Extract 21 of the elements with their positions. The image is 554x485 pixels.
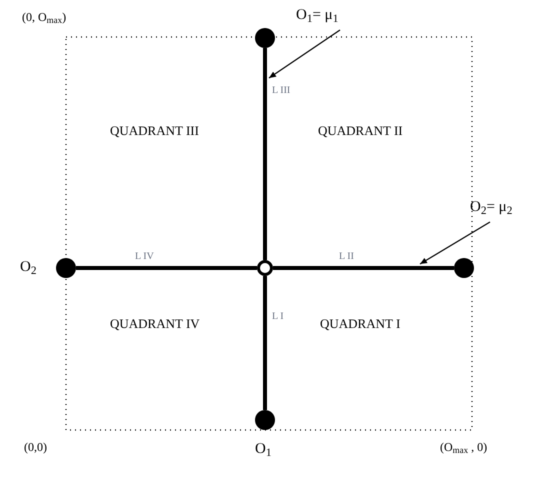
connector-line xyxy=(273,266,454,270)
quadrant-label: QUADRANT IV xyxy=(110,315,200,333)
connector-line xyxy=(263,48,267,260)
coordinate-label: (O$_{max}$ , 0) xyxy=(440,439,488,456)
axis-name: O$_{2}$ xyxy=(20,258,36,278)
edge-label: L II xyxy=(338,252,355,262)
quadrant-label: QUADRANT I xyxy=(320,315,400,333)
edge-label: L III xyxy=(271,86,292,96)
axis-name: O$_{1}$ xyxy=(255,440,272,460)
coordinate-label: (0,0) xyxy=(24,439,47,456)
connector-line xyxy=(263,276,267,410)
annotation-text: O$_{2}$= μ$_{2}$ xyxy=(470,198,514,218)
coordinate-label: (0, O$_{max}$) xyxy=(22,9,66,26)
connector-line xyxy=(76,266,257,270)
edge-label: L I xyxy=(271,312,285,322)
leader-arrow xyxy=(420,221,490,265)
quadrant-label: QUADRANT II xyxy=(318,122,403,140)
annotation-text: O$_{1}$= μ$_{1}$ xyxy=(296,6,340,26)
leader-arrow xyxy=(268,30,340,78)
edge-label: L IV xyxy=(134,252,155,262)
quadrant-label: QUADRANT III xyxy=(110,122,199,140)
